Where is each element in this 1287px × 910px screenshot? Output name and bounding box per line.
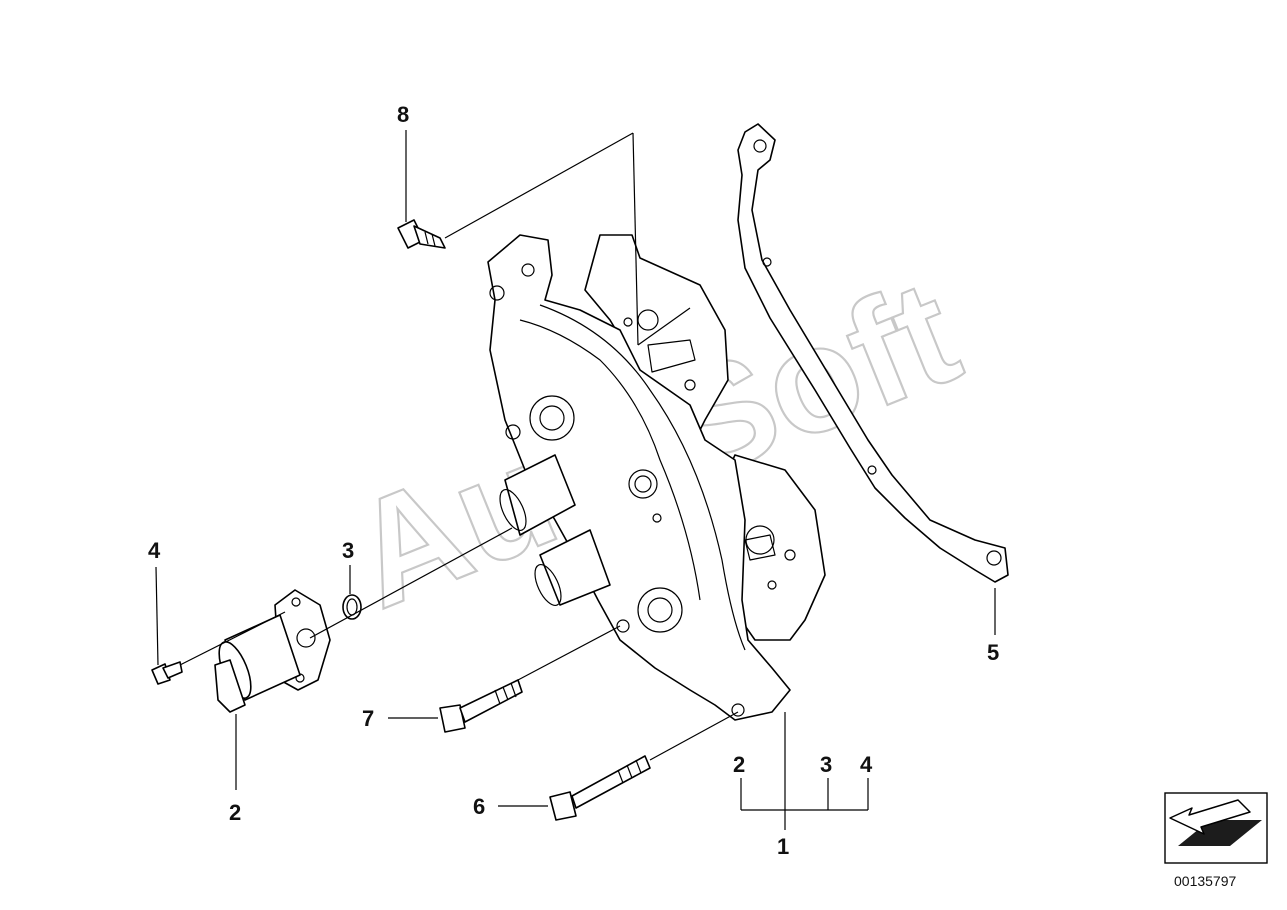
bolt-part-8: [397, 219, 446, 249]
reference-box: [1164, 792, 1268, 864]
callout-2-left: 2: [229, 800, 241, 825]
callout-5: 5: [987, 640, 999, 665]
callout-3-left: 3: [342, 538, 354, 563]
callout-4-group: 4: [860, 752, 873, 777]
callout-1: 1: [777, 834, 789, 859]
callout-2-group: 2: [733, 752, 745, 777]
screw-part-4: [151, 661, 183, 685]
bolt-part-7: [439, 679, 523, 733]
leader-lines: [155, 130, 996, 830]
callout-6: 6: [473, 794, 485, 819]
vanos-housing-part-1: [487, 234, 826, 721]
callout-8: 8: [397, 102, 409, 127]
gasket-part-5: [737, 123, 1009, 583]
bolt-part-6: [549, 755, 651, 821]
callout-4-left: 4: [148, 538, 161, 563]
direction-arrow-icon: [1169, 799, 1262, 846]
callout-7: 7: [362, 706, 374, 731]
diagram-id: 00135797: [1174, 873, 1237, 889]
solenoid-part-2: [214, 589, 331, 713]
callout-3-group: 3: [820, 752, 832, 777]
